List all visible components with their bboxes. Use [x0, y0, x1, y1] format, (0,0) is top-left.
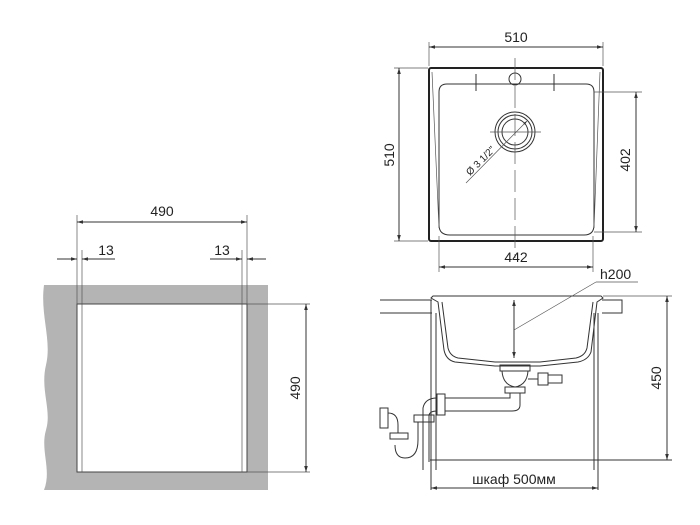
outer-width-label: 510	[504, 29, 528, 45]
sink-outline	[428, 67, 604, 242]
bowl-outline	[438, 83, 595, 236]
countertop-left	[380, 299, 432, 314]
cutout-view: 490 13 13 490	[43, 203, 310, 490]
top-view: Ø 3 1/2" 510 510 402 442	[381, 29, 642, 272]
bowl-height-label: 402	[617, 148, 633, 172]
cutout-width-label: 490	[150, 203, 174, 219]
left-offset-label: 13	[98, 242, 114, 258]
cutout-height-label: 490	[287, 376, 303, 400]
side-view: h200 450 шкаф 500мм	[379, 266, 672, 490]
bowl-depth-label: h200	[600, 266, 631, 282]
right-offset-label: 13	[214, 242, 230, 258]
sink-section	[430, 295, 604, 367]
siphon-icon	[379, 364, 563, 470]
countertop-right	[602, 299, 623, 314]
drain-diameter-label: Ø 3 1/2"	[464, 144, 498, 178]
height-label: 450	[648, 366, 664, 390]
outer-height-label: 510	[381, 143, 397, 167]
bowl-width-label: 442	[504, 249, 528, 265]
cutout-opening	[76, 303, 248, 473]
cabinet-width-label: шкаф 500мм	[472, 471, 555, 487]
